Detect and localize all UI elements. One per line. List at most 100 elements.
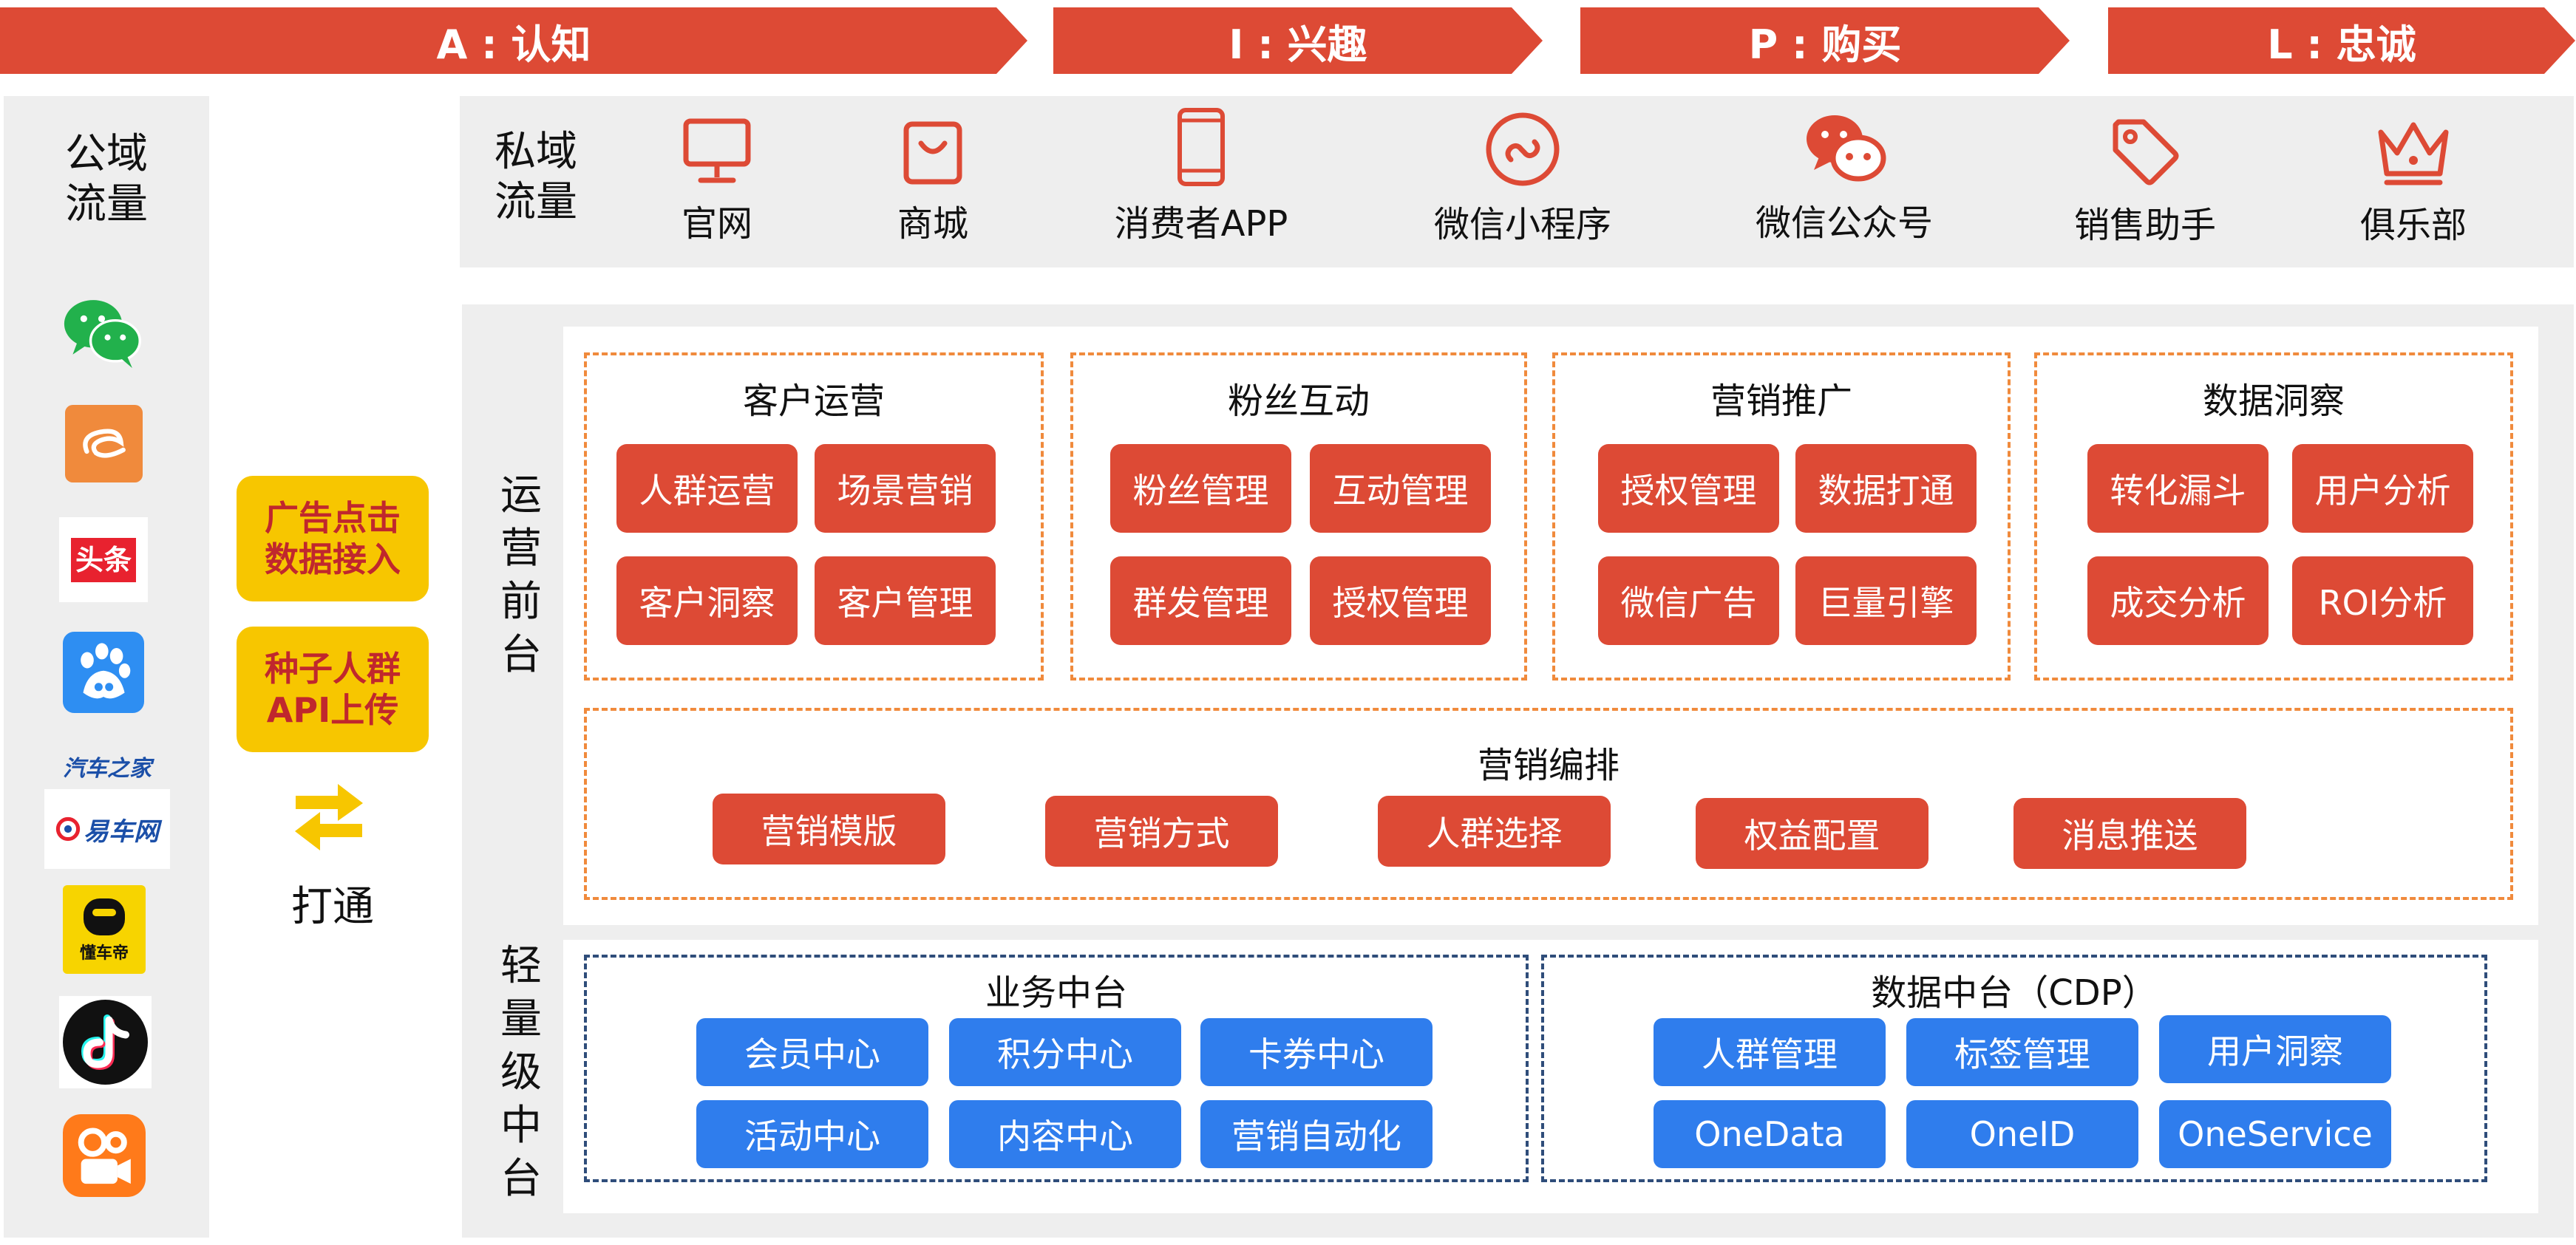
seed-audience-line2: API上传 (266, 690, 399, 730)
module-title: 数据洞察 (2202, 381, 2345, 422)
business-item-button[interactable]: 卡券中心 (1200, 1018, 1433, 1086)
stage-awareness: A : 认知 (0, 7, 1027, 74)
toutiao-text: 头条 (70, 537, 136, 582)
stage-label: A : 认知 (436, 21, 591, 68)
module-title: 客户运营 (742, 381, 885, 422)
module-item-button[interactable]: 人群运营 (616, 444, 798, 533)
module-item-button[interactable]: 群发管理 (1110, 556, 1291, 645)
middle-label-char: 台 (500, 1155, 542, 1203)
module-title: 营销推广 (1710, 381, 1852, 422)
business-item-button[interactable]: 内容中心 (949, 1100, 1181, 1168)
stage-loyalty: L : 忠诚 (2108, 7, 2575, 74)
channel-label: 微信公众号 (1755, 202, 1933, 244)
wechat-logo-icon (64, 300, 141, 369)
alibaba-logo-icon (65, 405, 143, 482)
module-item-button[interactable]: ROI分析 (2292, 556, 2473, 645)
module-item-button[interactable]: 授权管理 (1598, 444, 1779, 533)
middle-platform-label: 轻 量 级 中 台 (473, 940, 569, 1206)
module-item-button[interactable]: 巨量引擎 (1795, 556, 1977, 645)
channel-label: 商城 (897, 203, 968, 245)
module-item-button[interactable]: 粉丝管理 (1110, 444, 1291, 533)
front-office-label: 运 营 前 台 (473, 469, 569, 682)
stage-label: I : 兴趣 (1228, 21, 1367, 68)
private-label-line2: 流量 (495, 178, 577, 226)
stage-purchase: P : 购买 (1580, 7, 2070, 74)
data-item-button[interactable]: 标签管理 (1906, 1018, 2138, 1086)
autohome-logo-text: 汽车之家 (63, 756, 152, 782)
dongchedi-logo-icon: 懂车帝 (63, 885, 146, 974)
ad-click-line1: 广告点击 (265, 498, 401, 538)
ad-click-data-box: 广告点击 数据接入 (237, 476, 429, 601)
middle-label-char: 中 (500, 1102, 542, 1150)
crown-icon (2378, 122, 2449, 185)
channel-label: 销售助手 (2073, 205, 2216, 246)
data-item-button[interactable]: OneService (2159, 1100, 2391, 1168)
connect-label: 打通 (291, 883, 374, 931)
module-item-button[interactable]: 客户洞察 (616, 556, 798, 645)
orchestration-item-button[interactable]: 营销模版 (713, 794, 945, 864)
front-label-char: 营 (500, 525, 542, 573)
business-item-button[interactable]: 积分中心 (949, 1018, 1181, 1086)
dongchedi-face-icon (84, 898, 125, 935)
module-title: 粉丝互动 (1227, 381, 1370, 422)
data-item-button[interactable]: OneID (1906, 1100, 2138, 1168)
business-item-button[interactable]: 营销自动化 (1200, 1100, 1433, 1168)
module-data-insight: 数据洞察 转化漏斗 用户分析 成交分析 ROI分析 (2034, 352, 2513, 681)
shopping-bag-icon (903, 121, 962, 185)
section-title: 业务中台 (985, 972, 1127, 1014)
wechat-bubbles-icon (1807, 115, 1886, 182)
kuaishou-logo-icon (63, 1114, 146, 1197)
middle-label-char: 级 (500, 1048, 542, 1096)
toutiao-logo-icon: 头条 (59, 517, 148, 602)
private-label-line1: 私域 (495, 128, 577, 176)
bidirectional-arrows-icon (295, 784, 363, 850)
business-item-button[interactable]: 活动中心 (696, 1100, 928, 1168)
channel-sales-assistant: 销售助手 (2034, 115, 2256, 248)
front-label-char: 运 (500, 471, 542, 519)
module-item-button[interactable]: 客户管理 (815, 556, 996, 645)
module-item-button[interactable]: 成交分析 (2087, 556, 2269, 645)
data-item-button[interactable]: 人群管理 (1654, 1018, 1886, 1086)
channel-wechat-mini-program: 微信小程序 (1412, 111, 1634, 247)
stage-interest: I : 兴趣 (1053, 7, 1543, 74)
dongchedi-text: 懂车帝 (79, 944, 129, 963)
module-title: 营销编排 (1477, 745, 1620, 786)
module-item-button[interactable]: 数据打通 (1795, 444, 1977, 533)
module-marketing-orchestration: 营销编排 营销模版 营销方式 人群选择 权益配置 消息推送 (584, 708, 2513, 900)
channel-mall: 商城 (822, 117, 1044, 246)
module-fan-interaction: 粉丝互动 粉丝管理 互动管理 群发管理 授权管理 (1070, 352, 1527, 681)
douyin-logo-icon (59, 996, 152, 1088)
section-title: 数据中台（CDP） (1871, 972, 2158, 1014)
channel-label: 官网 (681, 203, 752, 245)
module-item-button[interactable]: 互动管理 (1310, 444, 1491, 533)
channel-official-site: 官网 (606, 117, 828, 246)
yiche-swoosh-icon (55, 816, 81, 842)
middle-label-char: 量 (500, 995, 542, 1043)
monitor-icon (683, 118, 751, 183)
public-label-line1: 公域 (65, 130, 148, 178)
module-item-button[interactable]: 授权管理 (1310, 556, 1491, 645)
business-middle-platform: 业务中台 会员中心 积分中心 卡券中心 活动中心 内容中心 营销自动化 (584, 955, 1529, 1182)
stage-label: L : 忠诚 (2267, 21, 2416, 68)
channel-label: 消费者APP (1114, 203, 1288, 245)
data-item-button[interactable]: 用户洞察 (2159, 1015, 2391, 1083)
orchestration-item-button[interactable]: 消息推送 (2013, 798, 2246, 869)
yiche-logo-icon: 易车网 (44, 789, 170, 869)
orchestration-item-button[interactable]: 营销方式 (1045, 796, 1278, 867)
ad-click-line2: 数据接入 (265, 539, 401, 579)
orchestration-item-button[interactable]: 权益配置 (1696, 798, 1928, 869)
module-item-button[interactable]: 用户分析 (2292, 444, 2473, 533)
front-label-char: 台 (500, 631, 542, 679)
orchestration-item-button[interactable]: 人群选择 (1378, 796, 1611, 867)
business-item-button[interactable]: 会员中心 (696, 1018, 928, 1086)
front-label-char: 前 (500, 578, 542, 626)
module-item-button[interactable]: 转化漏斗 (2087, 444, 2269, 533)
module-item-button[interactable]: 微信广告 (1598, 556, 1779, 645)
phone-icon (1177, 108, 1225, 186)
public-traffic-label: 公域 流量 (4, 129, 209, 230)
module-item-button[interactable]: 场景营销 (815, 444, 996, 533)
channel-wechat-official-account: 微信公众号 (1733, 109, 1955, 245)
yiche-text: 易车网 (84, 816, 159, 847)
data-item-button[interactable]: OneData (1654, 1100, 1886, 1168)
module-customer-ops: 客户运营 人群运营 场景营销 客户洞察 客户管理 (584, 352, 1044, 681)
